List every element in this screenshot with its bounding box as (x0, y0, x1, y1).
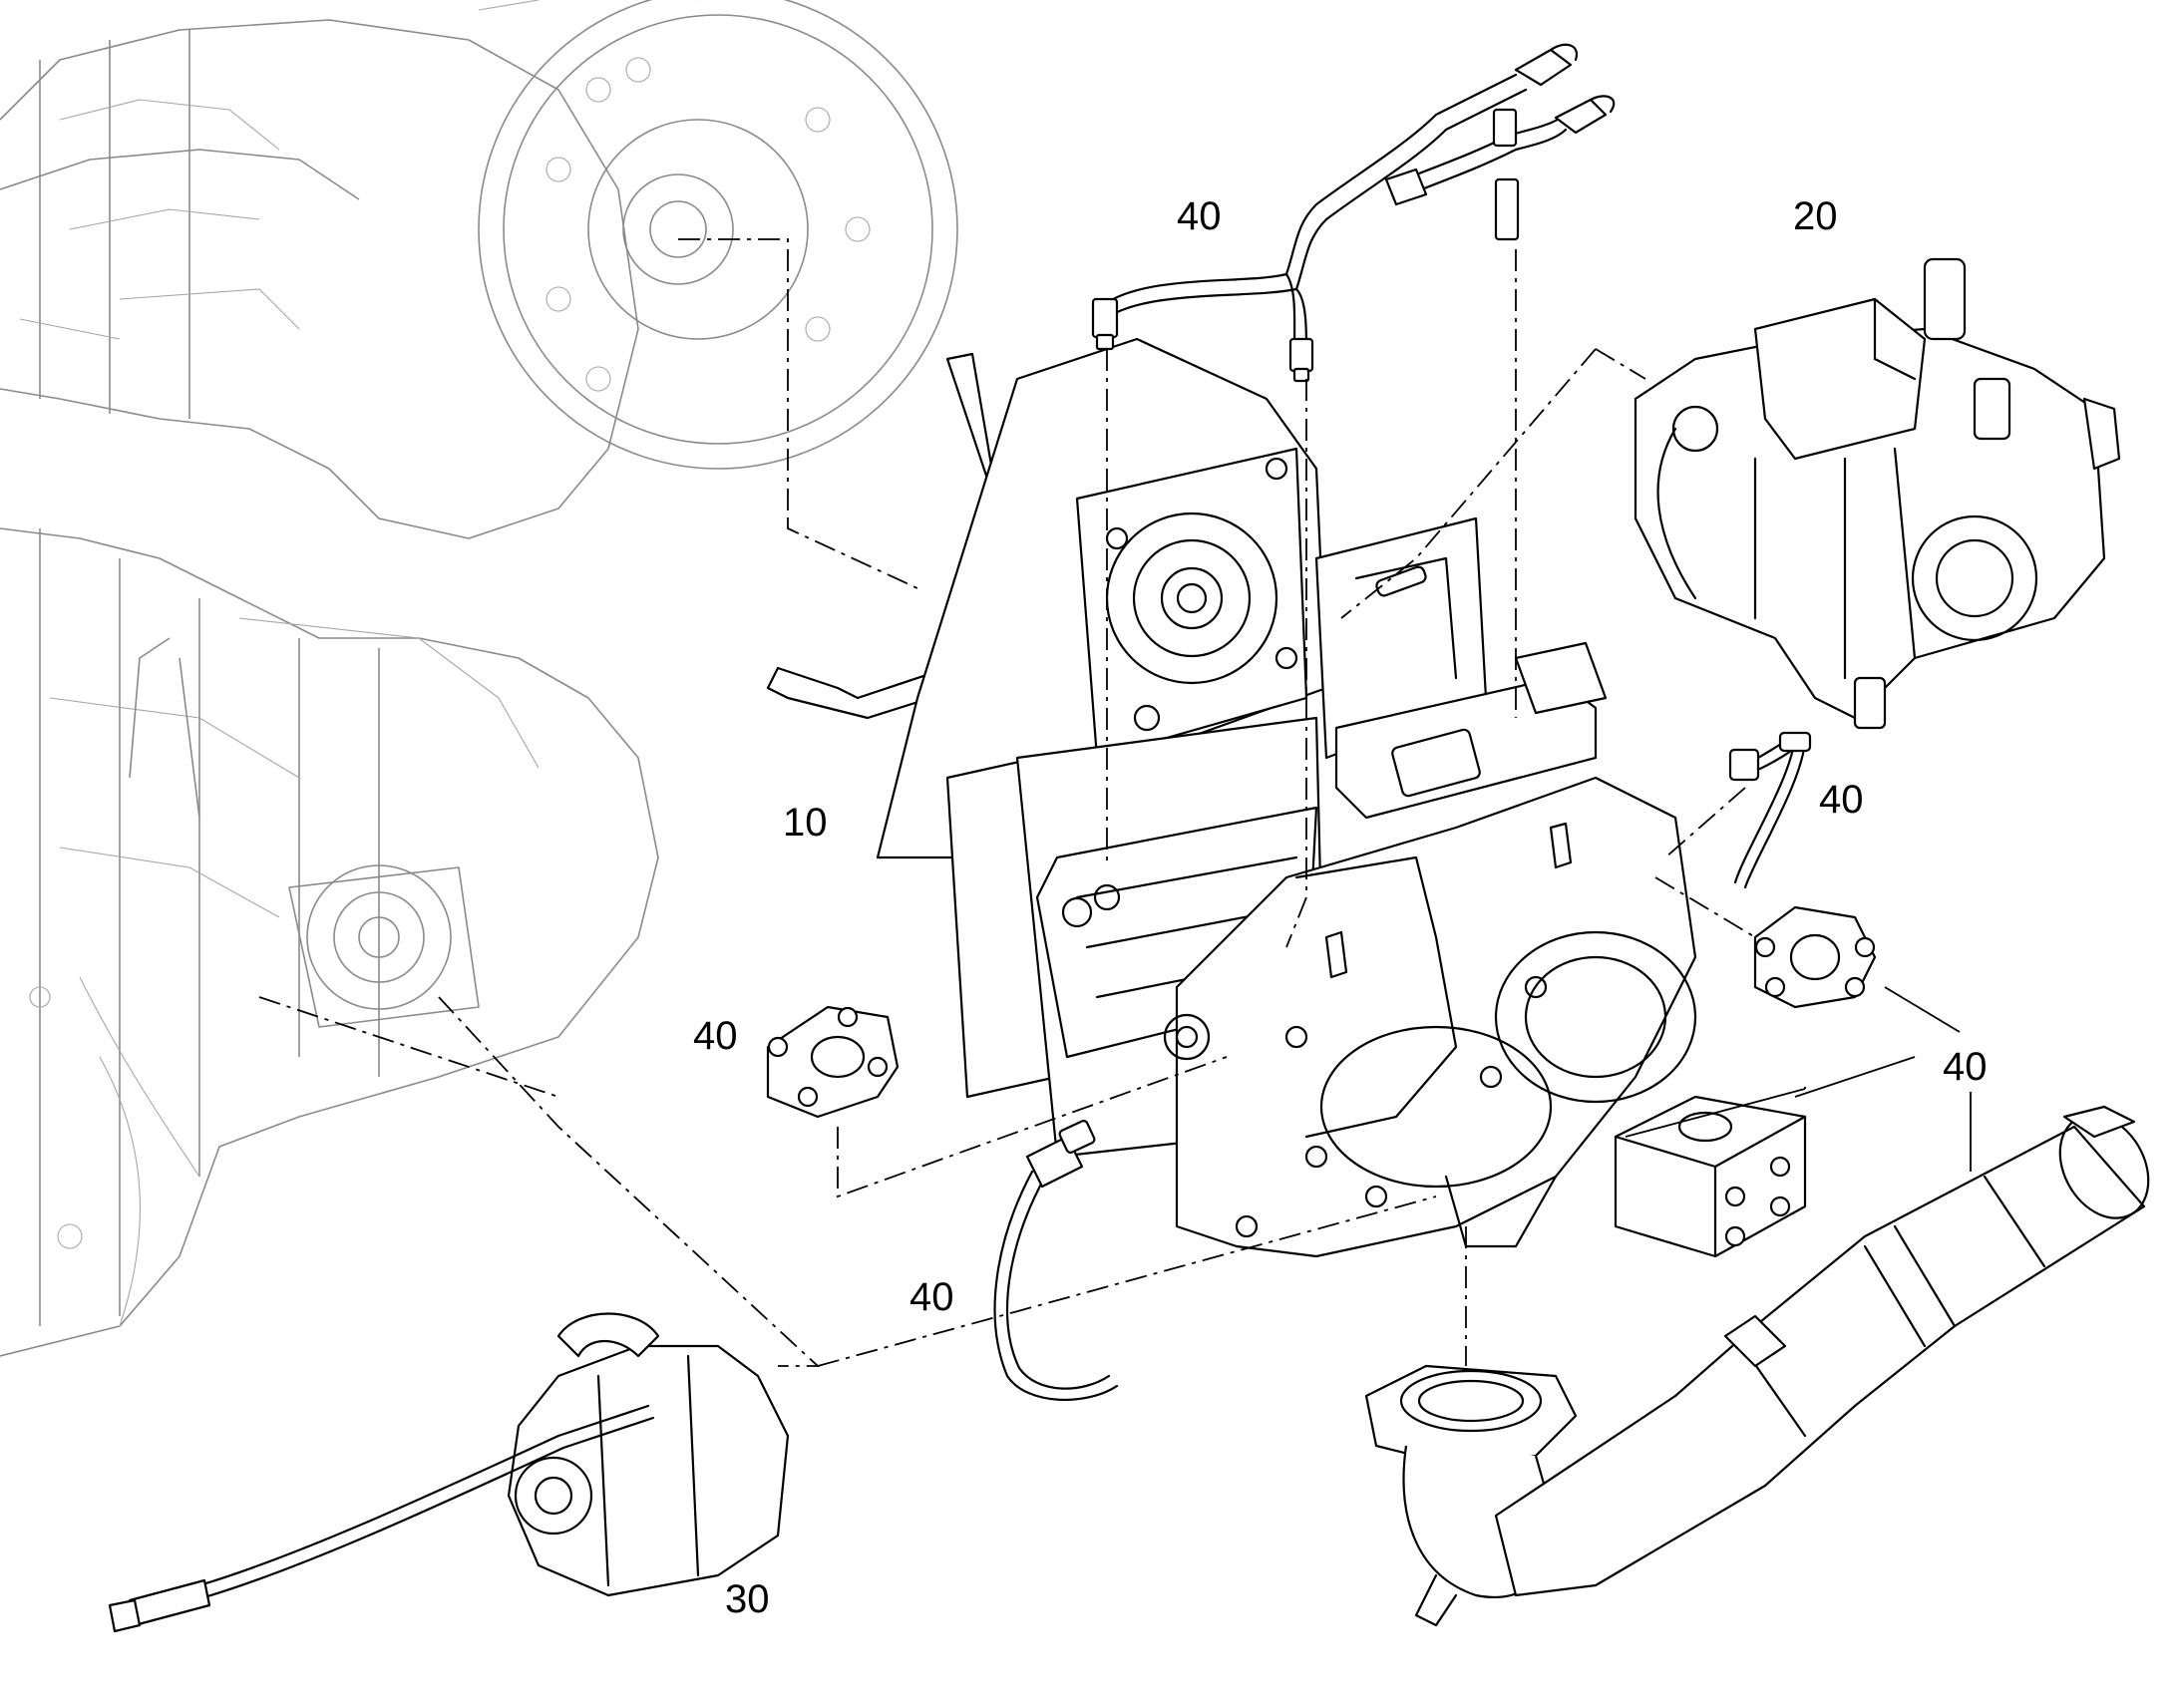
callout-10-transmission: 10 (783, 801, 828, 845)
callout-40-upper-hose: 40 (1177, 194, 1222, 238)
hose-lower-40 (993, 1120, 1119, 1401)
leader-lines (1625, 986, 1972, 1172)
split-flange-right-40 (1753, 905, 1877, 1009)
hose-assembly-upper-40 (1091, 43, 1616, 383)
charge-pump-30 (108, 1312, 790, 1633)
alignment-centerlines (258, 238, 1756, 1367)
engine-flywheel-housing-background (0, 0, 958, 539)
callout-40-right-group: 40 (1943, 1045, 1988, 1089)
callout-40-lower-hose: 40 (909, 1275, 954, 1319)
transmission-housing-assembly-10 (766, 337, 1697, 1258)
callout-labels: 40 20 10 40 40 40 40 30 (693, 194, 1988, 1621)
callout-40-right-hose: 40 (1819, 778, 1864, 822)
engine-block-background (0, 527, 659, 1357)
hydraulic-pump-20 (1634, 257, 2121, 730)
hose-right-40 (1728, 731, 1812, 889)
suction-tube-assembly (1364, 1105, 2150, 1627)
callout-30-charge-pump: 30 (725, 1577, 770, 1621)
callout-20-pump: 20 (1793, 194, 1838, 238)
adapter-block-40 (1614, 1095, 1807, 1258)
callout-40-left-flange: 40 (693, 1014, 738, 1058)
split-flange-left-40 (766, 1005, 900, 1119)
